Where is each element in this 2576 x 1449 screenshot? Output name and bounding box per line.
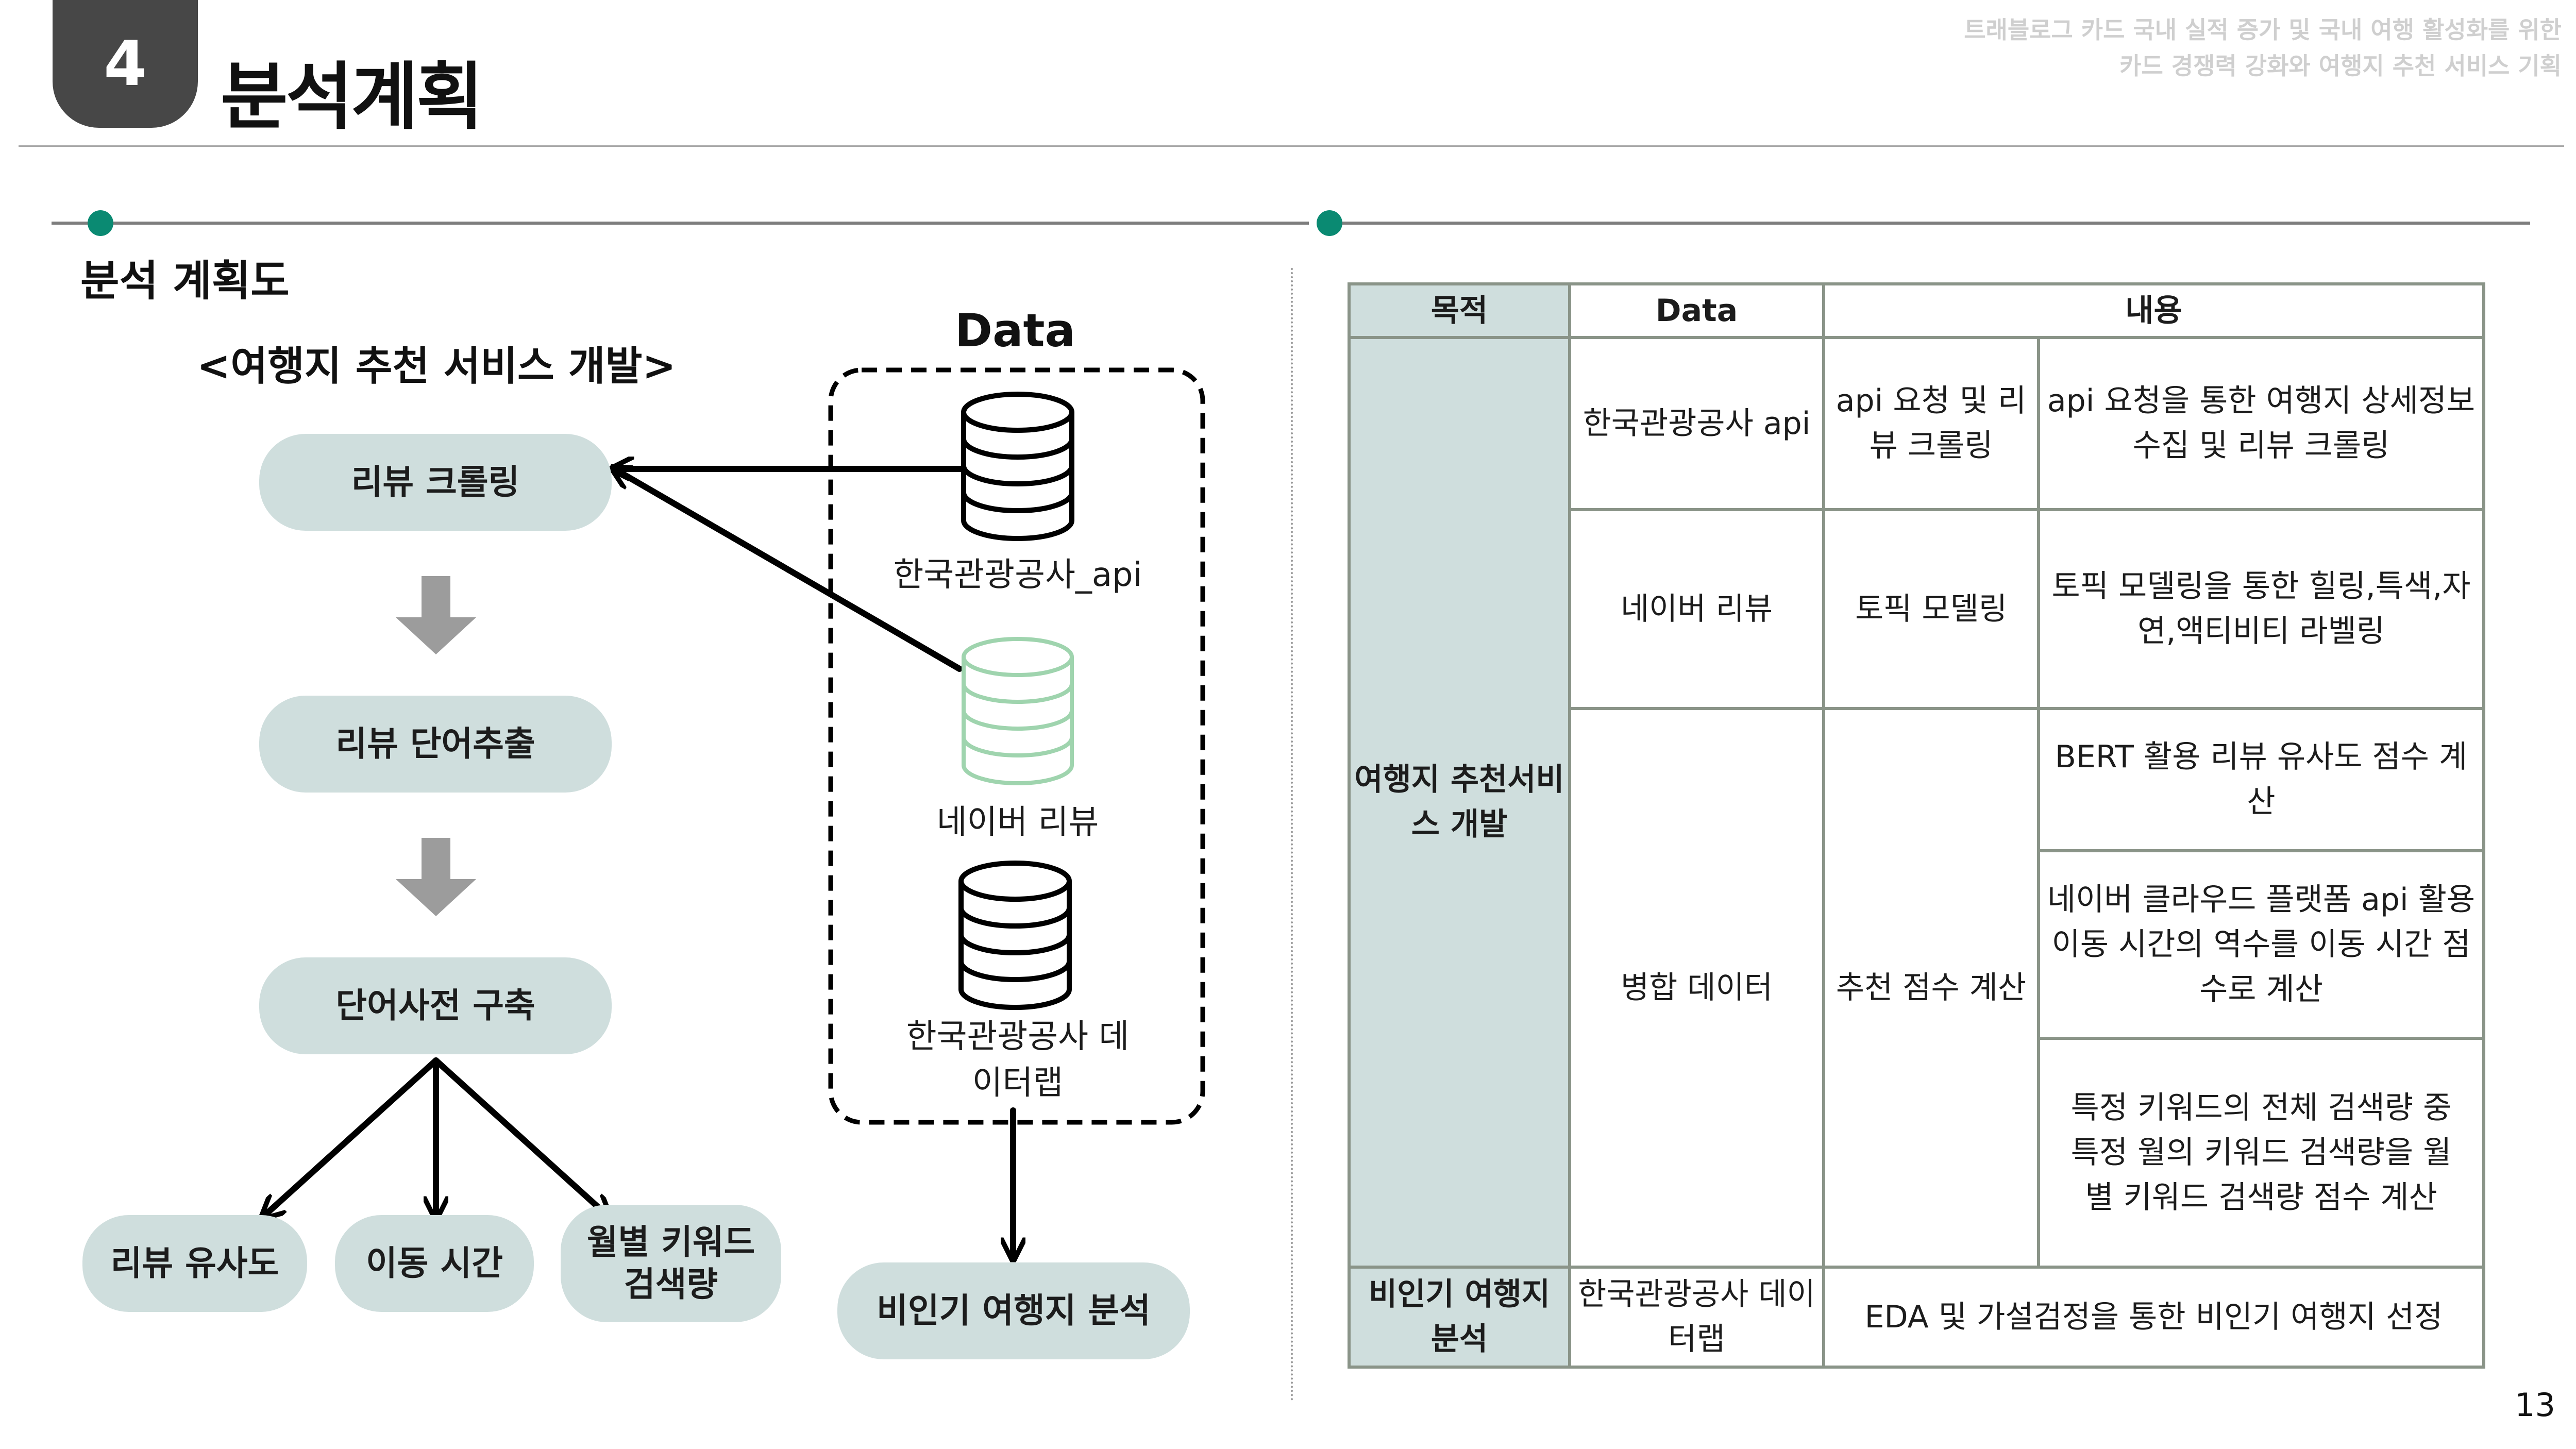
row5-detail: 특정 키워드의 전체 검색량 중 특정 월의 키워드 검색량을 월별 키워드 검… [2037,1037,2485,1269]
row1-data: 한국관광공사 api [1568,336,1825,511]
table-row: 여행지 추천서비스 개발 한국관광공사 api api 요청 및 리뷰 크롤링 … [1348,336,2485,1269]
page-number: 13 [2515,1386,2555,1424]
table-row: 네이버 리뷰 토픽 모델링 토픽 모델링을 통한 힐링,특색,자연,액티비티 라… [1349,508,2485,710]
step-review-word-extraction: 리뷰 단어추출 [259,696,612,793]
row1-task: api 요청 및 리뷰 크롤링 [1822,336,2040,511]
table-row: 네이버 클라우드 플랫폼 api 활용 이동 시간의 역수를 이동 시간 점수로… [1349,849,2485,1040]
right-section-dot [1317,210,1342,236]
branch-arrow-similarity [264,1057,439,1216]
source-label-api: 한국관광공사_api [893,556,1142,594]
flow-arrow-down-1 [396,576,476,654]
header-divider [19,145,2564,147]
step-dictionary-build: 단어사전 구축 [259,957,612,1054]
header-purpose: 목적 [1348,282,1571,339]
row4-detail: 네이버 클라우드 플랫폼 api 활용 이동 시간의 역수를 이동 시간 점수로… [2037,849,2485,1040]
branch-arrow-keyword [433,1057,608,1216]
right-section-line [1340,222,2530,225]
row3-detail: BERT 활용 리뷰 유사도 점수 계산 [2037,707,2485,852]
source-label-naver: 네이버 리뷰 [936,803,1099,841]
row6-detail: EDA 및 가설검정을 통한 비인기 여행지 선정 [1822,1266,2485,1369]
analysis-plan-heading: 분석 계획도 [80,257,290,306]
output-monthly-keyword: 월별 키워드 검색량 [561,1205,781,1322]
vertical-divider [1291,268,1293,1402]
row1-detail: api 요청을 통한 여행지 상세정보 수집 및 리뷰 크롤링 [2037,336,2485,511]
table-header-row: 목적 Data 내용 [1348,282,2485,339]
header-content: 내용 [1822,282,2485,339]
review-to-crawl-arrow [614,469,963,672]
source-label-datalab: 한국관광공사 데이터랩 [906,1018,1130,1102]
left-section-line [52,222,1309,225]
flow-arrow-down-2 [396,838,476,916]
row2-task: 토픽 모델링 [1822,508,2040,710]
section-number-badge: 4 [53,0,198,128]
database-icon-naver [962,637,1074,785]
step-review-crawling: 리뷰 크롤링 [259,434,612,531]
table-row: 병합 데이터 추천 점수 계산 BERT 활용 리뷰 유사도 점수 계산 [1349,707,2485,1269]
project-title-line-2: 카드 경쟁력 강화와 여행지 추천 서비스 기획 [2119,52,2562,80]
row6-data: 한국관광공사 데이터랩 [1568,1266,1825,1369]
project-title-line-1: 트래블로그 카드 국내 실적 증가 및 국내 여행 활성화를 위한 [1964,16,2562,44]
database-icon-api [961,392,1074,541]
table-row: 특정 키워드의 전체 검색량 중 특정 월의 키워드 검색량을 월별 키워드 검… [1349,1037,2485,1269]
output-review-similarity: 리뷰 유사도 [82,1215,307,1312]
page-title: 분석계획 [221,55,484,140]
database-icon-datalab [958,861,1072,1010]
row2-detail: 토픽 모델링을 통한 힐링,특색,자연,액티비티 라벨링 [2037,508,2485,710]
purpose-service-dev: 여행지 추천서비스 개발 [1348,336,1571,1269]
service-title: <여행지 추천 서비스 개발> [197,343,676,390]
output-travel-time: 이동 시간 [335,1215,534,1312]
row2-data: 네이버 리뷰 [1568,508,1825,710]
purpose-unpopular-analysis: 비인기 여행지 분석 [1348,1266,1571,1369]
recommendation-score-task: 추천 점수 계산 [1822,707,2040,1269]
analysis-plan-table: 목적 Data 내용 여행지 추천서비스 개발 한국관광공사 api api 요… [1348,282,2485,1369]
left-section-dot [88,210,113,236]
result-unpopular-analysis: 비인기 여행지 분석 [837,1262,1190,1359]
merged-data: 병합 데이터 [1568,707,1825,1269]
header-data: Data [1568,282,1825,339]
data-group-box [828,367,1205,1125]
data-title: Data [955,304,1075,357]
table-row: 비인기 여행지 분석 한국관광공사 데이터랩 EDA 및 가설검정을 통한 비인… [1348,1266,2485,1369]
